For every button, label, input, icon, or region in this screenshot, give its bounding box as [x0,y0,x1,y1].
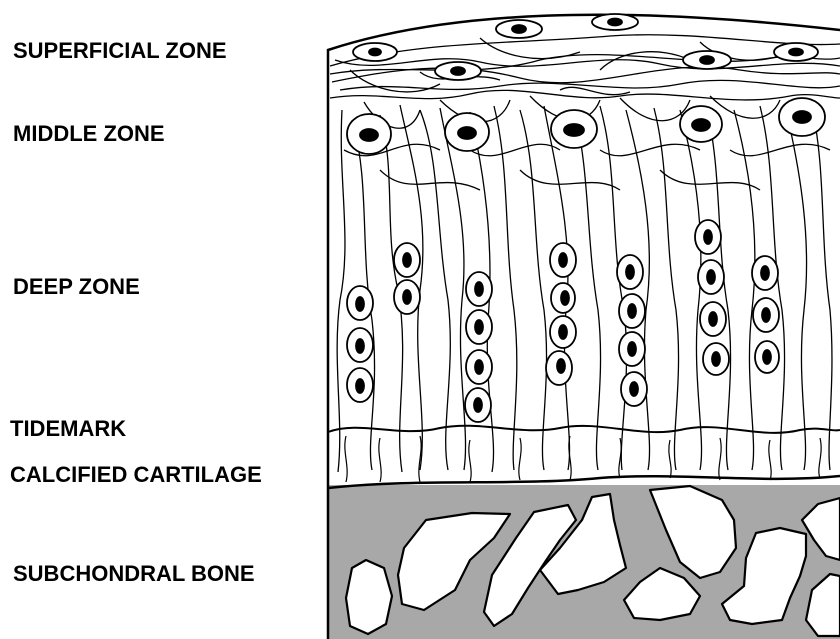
lacuna [346,560,392,634]
tidemark-line [328,426,840,433]
cell-column [394,243,420,314]
cell-column [546,243,576,385]
calcified-zone-fibres [345,436,821,482]
chondrocyte [774,43,818,61]
middle-chondrocytes [347,98,825,154]
chondrocyte [779,98,825,136]
chondrocyte [683,51,731,69]
cell-column [752,256,779,373]
deep-chondrocyte-columns [347,220,779,422]
chondrocyte [680,106,722,142]
chondrocyte [592,14,638,30]
cell-column [617,255,647,406]
cell-column [465,272,492,422]
cell-column [695,220,729,375]
chondrocyte [551,110,597,148]
chondrocyte [435,62,481,80]
chondrocyte [353,43,397,61]
superficial-collagen-fibres [330,35,840,100]
chondrocyte [496,20,542,38]
cell-column [347,286,373,402]
chondrocyte [347,114,391,154]
chondrocyte [445,113,489,151]
